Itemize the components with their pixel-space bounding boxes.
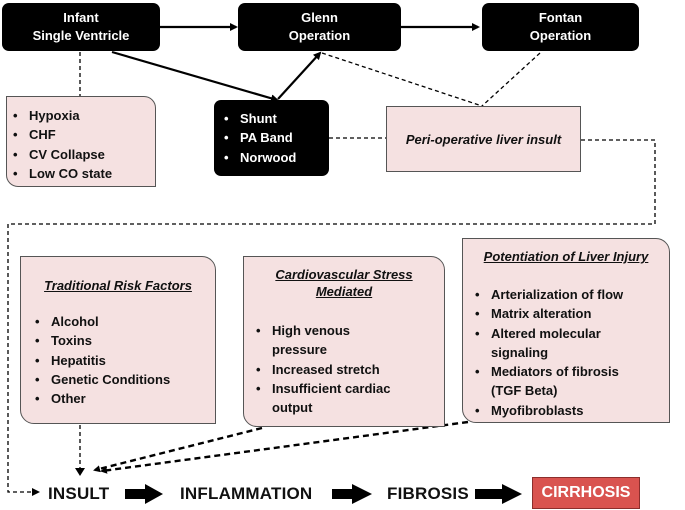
fontan-line1: Fontan (538, 10, 583, 26)
arrow-shunt-to-glenn (277, 51, 322, 100)
potentiation-list: Arterialization of flow Matrix alteratio… (463, 285, 669, 420)
flow-cirrhosis: CIRRHOSIS (532, 477, 640, 509)
infant-line2: Single Ventricle (32, 28, 130, 43)
cardio-title-line2: Mediated (315, 284, 373, 299)
arrowhead-traditional (75, 468, 85, 476)
procedure-item: PA Band (218, 128, 296, 148)
potentiation-item: Mediators of fibrosis (469, 362, 669, 382)
cardio-item: Increased stretch (250, 360, 444, 380)
dash-glenn-to-insult (321, 52, 483, 107)
procedure-item: Norwood (218, 148, 296, 168)
procedures-list: Shunt PA Band Norwood (214, 109, 296, 167)
glenn-node: Glenn Operation (238, 3, 401, 51)
flow-fibrosis: FIBROSIS (387, 484, 469, 503)
flow-arrow-2 (332, 484, 372, 504)
cardio-item: Insufficient cardiac (250, 379, 444, 399)
potentiation-item: Matrix alteration (469, 304, 669, 324)
cardio-item-cont: pressure (272, 342, 327, 358)
perioperative-insult-node: Peri-operative liver insult (386, 106, 581, 172)
conditions-node: Hypoxia CHF CV Collapse Low CO state (6, 96, 156, 187)
potentiation-title: Potentiation of Liver Injury (483, 249, 649, 264)
flow-inflammation: INFLAMMATION (180, 484, 313, 503)
dash-cardio-to-insult (93, 426, 263, 473)
fontan-node: Fontan Operation (482, 3, 639, 51)
potentiation-item: Myofibroblasts (469, 401, 669, 421)
traditional-risk-panel: Traditional Risk Factors Alcohol Toxins … (20, 256, 216, 424)
risk-item: Other (29, 389, 215, 409)
condition-item: CV Collapse (7, 145, 155, 165)
potentiation-panel: Potentiation of Liver Injury Arterializa… (462, 238, 670, 423)
conditions-list: Hypoxia CHF CV Collapse Low CO state (7, 106, 155, 183)
condition-item: CHF (7, 125, 155, 145)
procedure-item: Shunt (218, 109, 296, 129)
traditional-risk-list: Alcohol Toxins Hepatitis Genetic Conditi… (21, 312, 215, 409)
glenn-line1: Glenn (301, 10, 338, 26)
cardiovascular-stress-panel: Cardiovascular Stress Mediated High veno… (243, 256, 445, 427)
potentiation-item: Arterialization of flow (469, 285, 669, 305)
dash-fontan-to-insult (481, 52, 541, 107)
arrow-infant-to-shunt (111, 50, 279, 103)
potentiation-item-cont: signaling (491, 344, 549, 360)
potentiation-item-cont: (TGF Beta) (491, 383, 558, 399)
flow-insult: INSULT (48, 484, 110, 503)
perioperative-label: Peri-operative liver insult (405, 131, 562, 147)
infant-node: Infant Single Ventricle (2, 3, 160, 51)
procedures-node: Shunt PA Band Norwood (214, 100, 329, 176)
cardio-item-cont: output (272, 400, 313, 416)
infant-line1: Infant (63, 10, 99, 26)
potentiation-item: Altered molecular (469, 324, 669, 344)
fontan-line2: Operation (529, 28, 592, 43)
traditional-risk-title: Traditional Risk Factors (44, 278, 192, 293)
condition-item: Hypoxia (7, 106, 155, 126)
risk-item: Hepatitis (29, 351, 215, 371)
condition-item: Low CO state (7, 164, 155, 184)
cardio-item: High venous (250, 321, 444, 341)
cardio-title-line1: Cardiovascular Stress (275, 267, 413, 282)
arrowhead-route (32, 488, 40, 496)
dash-potentiation-to-insult (100, 420, 469, 474)
risk-item: Genetic Conditions (29, 370, 215, 390)
risk-item: Toxins (29, 331, 215, 351)
flow-arrow-1 (125, 484, 163, 504)
cardio-list: High venous pressure Increased stretch I… (244, 321, 444, 417)
glenn-line2: Operation (288, 28, 351, 43)
risk-item: Alcohol (29, 312, 215, 332)
flow-arrow-3 (475, 484, 522, 504)
